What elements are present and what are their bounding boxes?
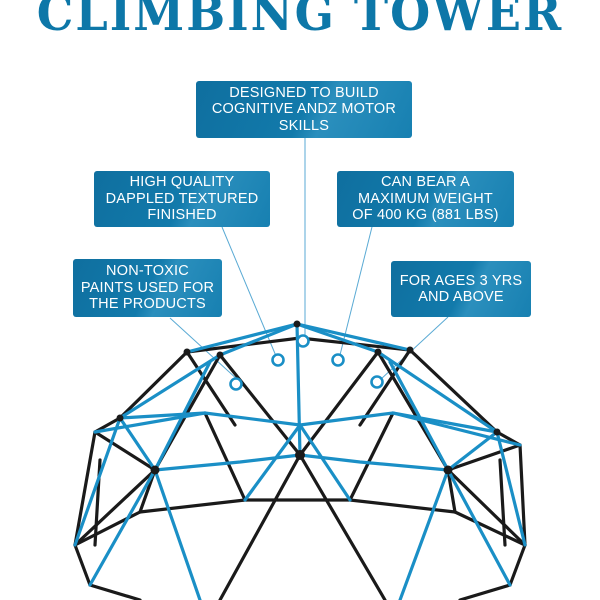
callout-paint: NON-TOXIC PAINTS USED FOR THE PRODUCTS xyxy=(73,259,222,317)
callout-weight: CAN BEAR A MAXIMUM WEIGHT OF 400 KG (881… xyxy=(337,171,514,227)
page-title: Climbing Tower xyxy=(36,0,564,42)
grip-rings xyxy=(229,334,384,391)
callout-ages-text: FOR AGES 3 YRS AND ABOVE xyxy=(399,272,523,306)
callout-cognitive-text: DESIGNED TO BUILD COGNITIVE ANDZ MOTOR S… xyxy=(211,84,397,134)
callout-weight-text: CAN BEAR A MAXIMUM WEIGHT OF 400 KG (881… xyxy=(352,174,499,224)
callout-finish-text: HIGH QUALITY DAPPLED TEXTURED FINISHED xyxy=(105,174,259,224)
leader-line-ages xyxy=(379,316,449,381)
callout-finish: HIGH QUALITY DAPPLED TEXTURED FINISHED xyxy=(94,171,270,227)
callout-cognitive: DESIGNED TO BUILD COGNITIVE ANDZ MOTOR S… xyxy=(196,81,412,138)
joint-hubs xyxy=(116,320,501,475)
callout-paint-text: NON-TOXIC PAINTS USED FOR THE PRODUCTS xyxy=(80,263,215,313)
callout-ages: FOR AGES 3 YRS AND ABOVE xyxy=(391,261,531,317)
black-frame xyxy=(73,336,527,600)
